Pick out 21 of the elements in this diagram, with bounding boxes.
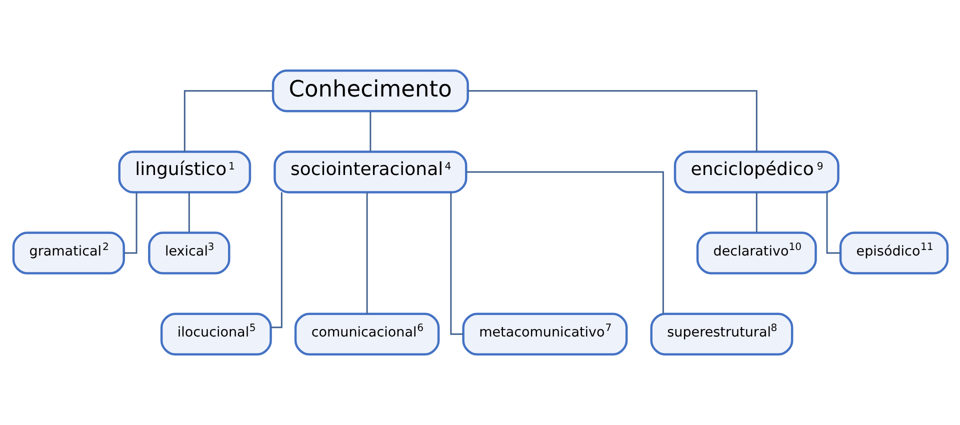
node-box: gramatical$^{2}$ <box>12 232 124 274</box>
node-box: declarativo$^{10}$ <box>696 232 816 274</box>
node-box: comunicacional$^{6}$ <box>294 312 440 356</box>
connector <box>450 192 463 335</box>
node-box: linguístico$^{1}$ <box>118 150 251 194</box>
connector <box>369 111 371 152</box>
node-box: ilocucional$^{5}$ <box>160 312 272 356</box>
node-box: Conhecimento <box>271 70 468 112</box>
node-box: lexical$^{3}$ <box>148 232 230 274</box>
node-box: enciclopédico$^{9}$ <box>673 150 839 194</box>
connector <box>755 192 757 232</box>
connector <box>183 90 272 152</box>
node-box: sociointeracional$^{4}$ <box>273 150 467 194</box>
connector <box>466 171 664 314</box>
node-box: metacomunicativo$^{7}$ <box>462 312 628 356</box>
connector <box>188 192 190 232</box>
connector <box>366 192 368 314</box>
connector <box>270 192 282 328</box>
node-box: episódico$^{11}$ <box>838 232 948 274</box>
node-box: superestrutural$^{8}$ <box>650 312 793 356</box>
connector <box>467 90 757 152</box>
